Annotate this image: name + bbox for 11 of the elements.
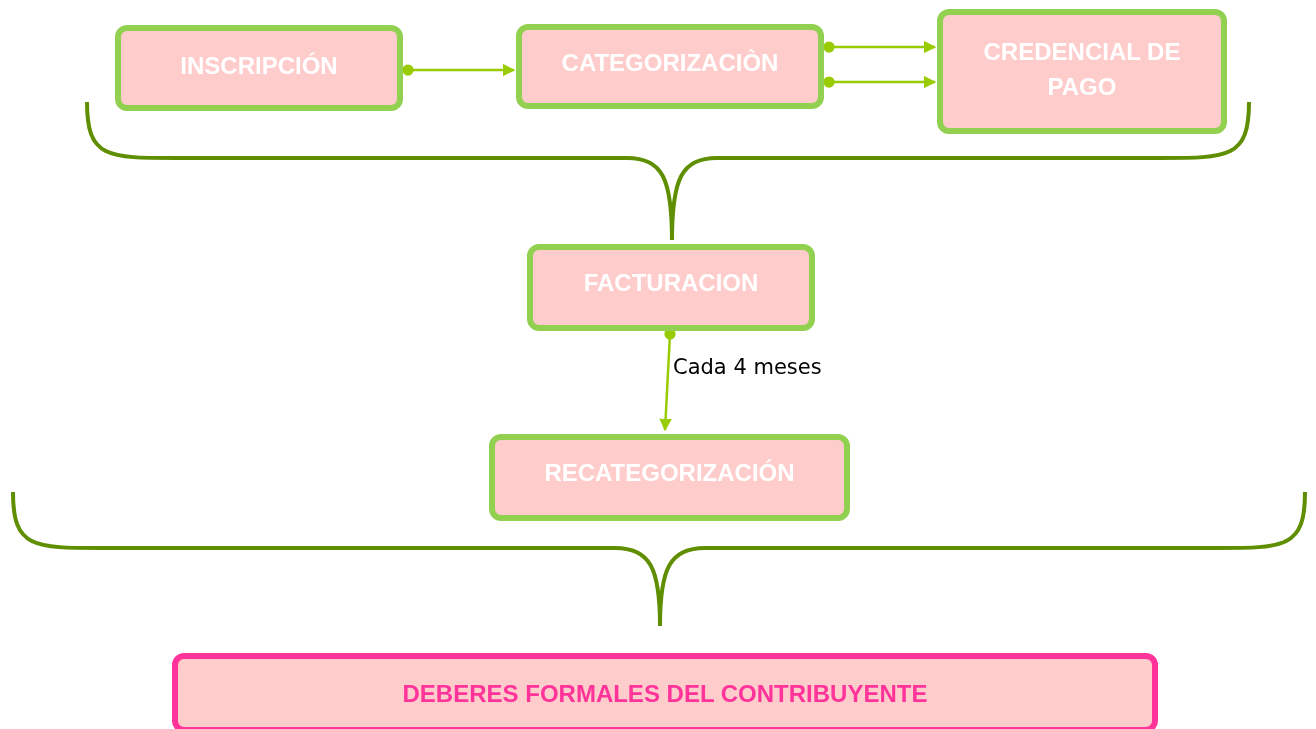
process-box <box>115 25 403 111</box>
arrow <box>402 63 516 77</box>
process-box <box>937 9 1227 134</box>
arrow <box>659 328 676 432</box>
process-box <box>516 24 824 109</box>
process-box <box>489 434 850 521</box>
process-box <box>527 244 815 331</box>
box-label: DEBERES FORMALES DEL CONTRIBUYENTE <box>401 679 929 709</box>
arrow <box>823 75 937 89</box>
process-box <box>172 653 1158 729</box>
arrow <box>823 40 937 54</box>
